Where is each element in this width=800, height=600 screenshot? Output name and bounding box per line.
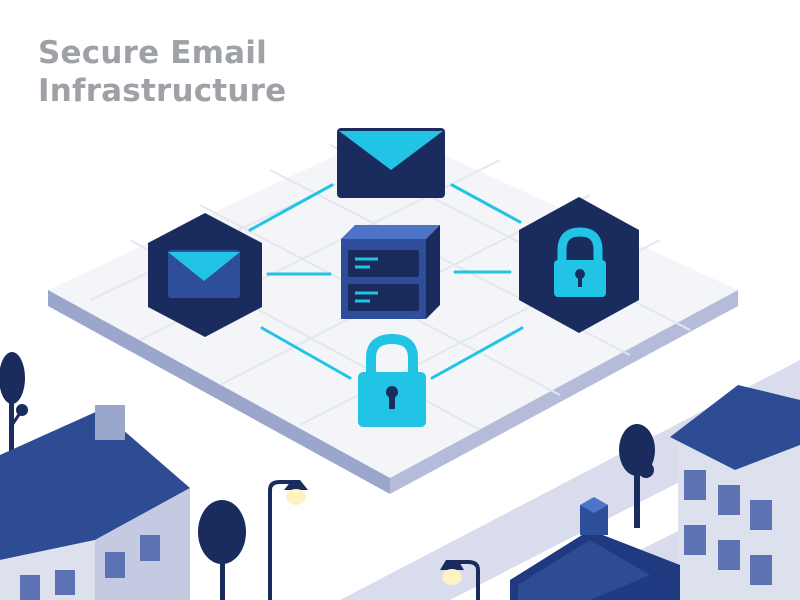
tree-icon — [0, 352, 28, 455]
page-title: Secure Email Infrastructure — [38, 34, 286, 110]
envelope-icon — [337, 128, 445, 198]
house-icon — [0, 405, 190, 600]
tree-icon — [198, 500, 246, 600]
house-icon — [510, 497, 680, 600]
envelope-hexagon — [148, 213, 262, 337]
tree-icon — [619, 424, 655, 528]
connector-left-bottom — [260, 326, 352, 380]
connector-top-left — [248, 183, 334, 232]
envelope-icon — [168, 250, 240, 298]
title-line-2: Infrastructure — [38, 73, 287, 109]
house-icon — [670, 385, 800, 600]
street-lamp-icon — [440, 560, 480, 600]
connector-right-bottom — [430, 326, 524, 380]
padlock-hexagon — [519, 197, 639, 333]
title-line-1: Secure Email — [38, 35, 267, 71]
server-icon — [341, 225, 440, 319]
padlock-icon — [554, 227, 606, 297]
network-connectors — [248, 183, 524, 380]
padlock-icon — [358, 333, 426, 427]
connector-top-right — [450, 183, 522, 224]
street-lamp-icon — [268, 480, 308, 600]
